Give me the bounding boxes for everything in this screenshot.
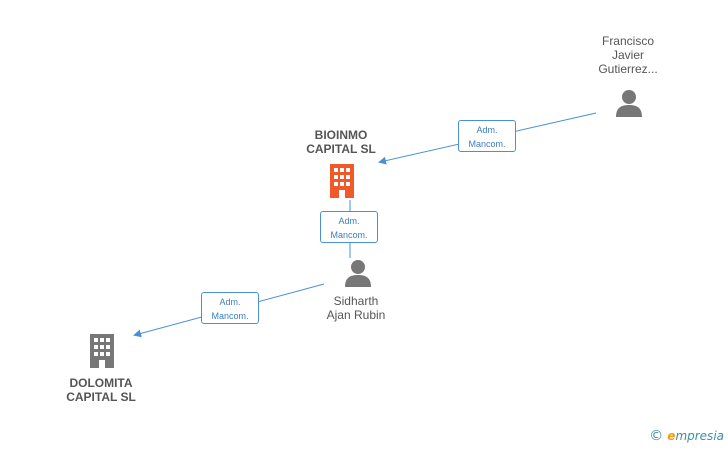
building-icon[interactable] [326,164,358,198]
relation-subtype: Mancom. [330,230,368,240]
company-label-dolomita[interactable]: DOLOMITA CAPITAL SL [66,376,136,404]
relation-type: Adm. [338,216,360,226]
building-icon[interactable] [86,334,118,368]
person-label-sidharth[interactable]: Sidharth Ajan Rubin [326,294,386,322]
relation-subtype: Mancom. [468,139,506,149]
copyright-icon: © [649,428,664,444]
relation-badge[interactable]: Adm. Mancom. [201,292,259,324]
relation-type: Adm. [476,125,498,135]
relation-badge[interactable]: Adm. Mancom. [320,211,378,243]
company-label-bioinmo[interactable]: BIOINMO CAPITAL SL [306,128,376,156]
relation-type: Adm. [219,297,241,307]
person-icon[interactable] [614,88,644,118]
person-label-francisco[interactable]: Francisco Javier Gutierrez... [598,34,658,76]
brand-name: empresia [667,429,724,443]
relation-badge[interactable]: Adm. Mancom. [458,120,516,152]
relation-subtype: Mancom. [211,311,249,321]
person-icon[interactable] [343,258,373,288]
brand-logo[interactable]: © empresia [649,428,724,444]
